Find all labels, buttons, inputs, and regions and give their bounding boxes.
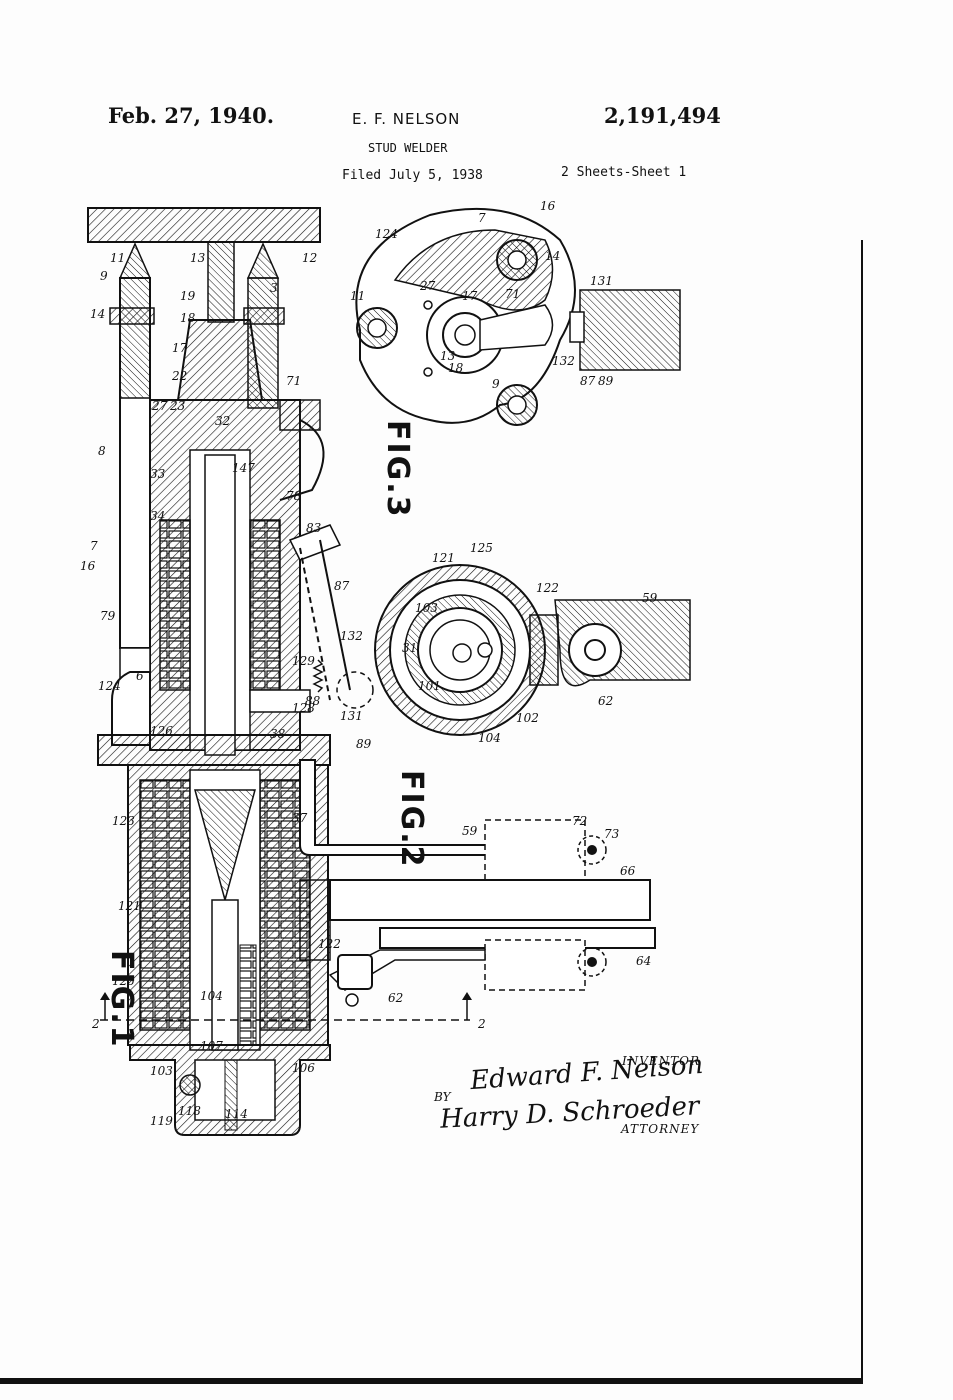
ref-numeral: 18: [448, 361, 464, 375]
ref-numeral: 119: [150, 1114, 173, 1128]
ref-numeral: 129: [292, 654, 315, 668]
ref-numeral: 125: [470, 541, 493, 555]
ref-numeral: 17: [172, 341, 188, 355]
patent-number: 2,191,494: [604, 103, 721, 128]
sheet-count: 2 Sheets-Sheet 1: [561, 165, 687, 180]
ref-numeral: 8: [98, 444, 106, 458]
ref-numeral: 131: [340, 709, 363, 723]
section-mark-right: 2: [477, 1017, 486, 1031]
ref-numeral: 132: [552, 354, 575, 368]
ref-numeral: 83: [306, 521, 322, 535]
ref-numeral: 12: [302, 251, 317, 265]
ref-numeral: 9: [100, 269, 108, 283]
ref-numeral: 59: [462, 824, 478, 838]
scan-edge-bar: [0, 1378, 862, 1384]
ref-numeral: 126: [150, 724, 173, 738]
ref-numeral: 89: [356, 737, 372, 751]
ref-numeral: 71: [505, 287, 520, 301]
ref-numeral: 62: [598, 694, 613, 708]
ref-numeral: 118: [178, 1104, 201, 1118]
ref-numeral: 147: [232, 461, 255, 475]
ref-numeral: 125: [112, 974, 135, 988]
fig1-label: FIG.1: [104, 950, 139, 1049]
filing-date: Filed July 5, 1938: [342, 168, 483, 183]
ref-numeral: 31: [402, 641, 417, 655]
ref-numeral: 124: [98, 679, 121, 693]
ref-numeral: 103: [415, 601, 438, 615]
ref-numeral: 89: [598, 374, 614, 388]
ref-numeral: 11: [110, 251, 125, 265]
ref-numeral: 128: [292, 701, 315, 715]
ref-numeral: 132: [340, 629, 363, 643]
ref-numeral: 64: [636, 954, 651, 968]
ref-numeral: 16: [540, 199, 556, 213]
ref-numeral: 11: [350, 289, 365, 303]
work-plate: [87, 207, 321, 243]
ref-numeral: 104: [478, 731, 501, 745]
patent-title: STUD WELDER: [368, 141, 448, 155]
ref-numeral: 122: [536, 581, 559, 595]
fig2-label: FIG.2: [394, 770, 429, 869]
ref-numeral: 73: [604, 827, 620, 841]
ref-numeral: 27: [151, 399, 168, 413]
patent-date: Feb. 27, 1940.: [108, 103, 275, 128]
ref-numeral: 114: [225, 1107, 248, 1121]
ref-numeral: 122: [318, 937, 341, 951]
ref-numeral: 37: [292, 811, 308, 825]
ref-numeral: 14: [90, 307, 105, 321]
ref-numeral: 72: [572, 814, 587, 828]
ref-numeral: 3: [270, 281, 278, 295]
attorney-label: ATTORNEY: [621, 1122, 700, 1136]
fig1-drawing: 2 2 FIG.1: [87, 207, 656, 1136]
ref-numeral: 7: [478, 211, 486, 225]
ref-numeral: 131: [590, 274, 613, 288]
ref-numeral: 87: [334, 579, 350, 593]
ref-numeral: 38: [270, 727, 286, 741]
ref-numeral: 87: [580, 374, 596, 388]
ref-numeral: 19: [180, 289, 196, 303]
ref-numeral: 14: [545, 249, 560, 263]
ref-numeral: 106: [292, 1061, 315, 1075]
ref-numeral: 121: [432, 551, 455, 565]
fig2-drawing: FIG.2: [374, 564, 691, 869]
ref-numeral: 121: [118, 899, 141, 913]
ref-numeral: 88: [305, 694, 321, 708]
fig3-drawing: FIG.3: [355, 207, 681, 519]
ref-numeral: 13: [190, 251, 206, 265]
section-mark-left: 2: [91, 1017, 100, 1031]
ref-numeral: 18: [180, 311, 196, 325]
ref-numeral: 16: [80, 559, 96, 573]
ref-numeral: 13: [440, 349, 456, 363]
ref-numeral: 32: [215, 414, 230, 428]
ref-numeral: 71: [286, 374, 301, 388]
ref-numeral: 123: [112, 814, 135, 828]
inventor-label: INVENTOR: [622, 1054, 701, 1068]
ref-numeral: 66: [620, 864, 636, 878]
ref-numeral: 102: [516, 711, 539, 725]
ref-numeral: 78: [286, 489, 302, 503]
ref-numeral: 22: [171, 369, 187, 383]
ref-numeral: 17: [462, 289, 478, 303]
ref-numeral: 6: [136, 669, 144, 683]
ref-numeral: 27: [419, 279, 436, 293]
ref-numeral: 59: [642, 591, 658, 605]
ref-numeral: 7: [90, 539, 98, 553]
fig3-label: FIG.3: [380, 420, 415, 519]
ref-numeral: 107: [200, 1039, 223, 1053]
ref-numeral: 9: [492, 377, 500, 391]
ref-numeral: 34: [150, 509, 165, 523]
ref-numeral: 79: [100, 609, 116, 623]
ref-numeral: 23: [169, 399, 186, 413]
ref-numeral: 104: [200, 989, 223, 1003]
ref-numeral: 124: [375, 227, 398, 241]
by-label: BY: [434, 1090, 451, 1104]
inventor-name-header: E. F. NELSON: [352, 110, 461, 128]
ref-numeral: 103: [150, 1064, 173, 1078]
reference-numerals: 11 9 14 13 19 18 17 22 23 27 32 33 34 8 …: [80, 199, 658, 1128]
ref-numeral: 62: [388, 991, 403, 1005]
ref-numeral: 101: [418, 679, 441, 693]
ref-numeral: 33: [150, 467, 166, 481]
